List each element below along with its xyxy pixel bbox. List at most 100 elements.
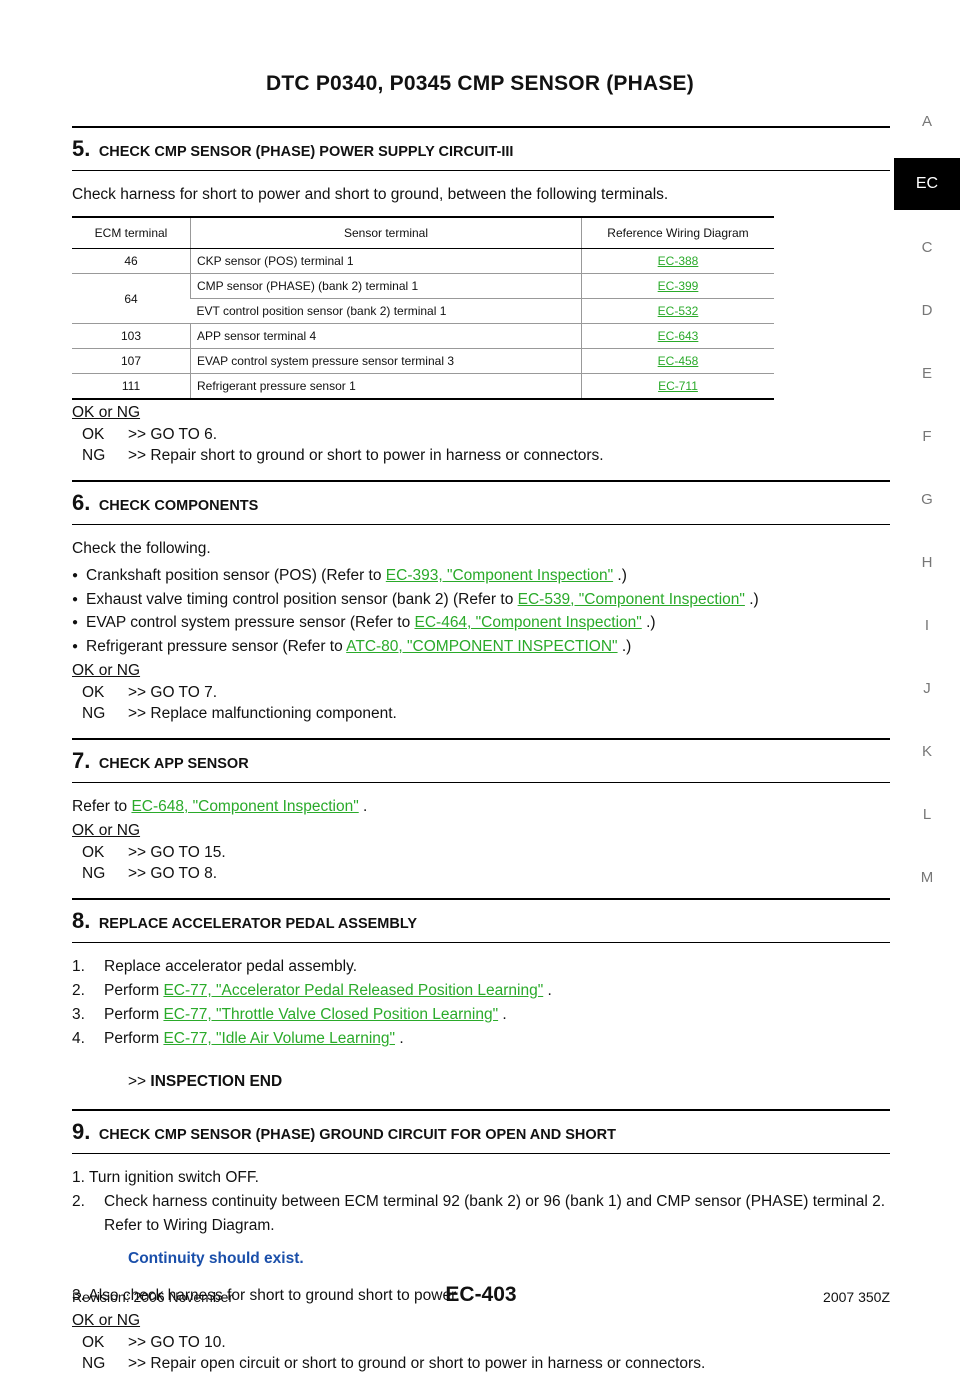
model-text: 2007 350Z: [823, 1289, 890, 1305]
ref-link[interactable]: EC-399: [657, 279, 699, 293]
ng-text: >> Repair short to ground or short to po…: [128, 447, 604, 464]
table-row: 103 APP sensor terminal 4 EC-643: [72, 323, 774, 349]
item-text: .: [395, 1030, 404, 1047]
numbered-item: 2. Check harness continuity between ECM …: [72, 1190, 890, 1238]
side-index-f[interactable]: F: [922, 428, 932, 445]
ok-key: OK: [82, 1334, 105, 1351]
ref-link[interactable]: EC-458: [657, 354, 699, 368]
ok-or-ng-label: OK or NG: [72, 1312, 141, 1329]
ref-cell: EC-532: [581, 298, 774, 324]
ecm-cell: 103: [72, 323, 191, 349]
step-title: CHECK APP SENSOR: [98, 756, 249, 772]
ref-link[interactable]: ATC-80, "COMPONENT INSPECTION": [346, 637, 618, 655]
item-text: Perform: [104, 1006, 164, 1023]
side-index-j[interactable]: J: [923, 680, 931, 697]
table-row: 111 Refrigerant pressure sensor 1 EC-711: [72, 373, 774, 400]
bullet-text: .): [613, 567, 627, 584]
step-title: CHECK COMPONENTS: [98, 498, 259, 514]
step-9-header: 9. CHECK CMP SENSOR (PHASE) GROUND CIRCU…: [72, 1109, 890, 1154]
side-index-h[interactable]: H: [921, 554, 933, 571]
side-index-m[interactable]: M: [920, 869, 934, 886]
sensor-cell: CKP sensor (POS) terminal 1: [190, 248, 582, 274]
table-row: 46 CKP sensor (POS) terminal 1 EC-388: [72, 248, 774, 274]
main-content: 5. CHECK CMP SENSOR (PHASE) POWER SUPPLY…: [72, 126, 890, 1388]
side-index-l[interactable]: L: [922, 806, 932, 823]
ng-text: >> Replace malfunctioning component.: [128, 705, 397, 722]
ref-link[interactable]: EC-539, "Component Inspection": [517, 590, 745, 608]
numbered-item: 3.Perform EC-77, "Throttle Valve Closed …: [72, 1003, 890, 1027]
ok-text: >> GO TO 6.: [128, 426, 218, 443]
side-index-i[interactable]: I: [924, 617, 930, 634]
ng-key: NG: [82, 705, 106, 722]
item-number: 4.: [72, 1030, 85, 1047]
page-title: DTC P0340, P0345 CMP SENSOR (PHASE): [266, 72, 694, 95]
ref-link[interactable]: EC-643: [657, 329, 699, 343]
side-index-g[interactable]: G: [921, 491, 933, 508]
step-number: 5.: [72, 136, 91, 161]
ref-cell: EC-711: [581, 373, 774, 400]
spec-text: Continuity should exist.: [128, 1250, 304, 1267]
ok-or-ng-label: OK or NG: [72, 662, 141, 679]
item-body: Check harness continuity between ECM ter…: [104, 1190, 885, 1238]
step-5-intro: Check harness for short to power and sho…: [72, 186, 669, 203]
ok-text: >> GO TO 7.: [128, 684, 218, 701]
item-text: Check harness continuity between ECM ter…: [104, 1193, 886, 1210]
bullet-text: EVAP control system pressure sensor (Ref…: [86, 614, 415, 631]
ecm-cell: 111: [72, 373, 191, 400]
header-sensor-terminal: Sensor terminal: [190, 217, 582, 249]
side-index-e[interactable]: E: [921, 365, 932, 382]
item-text: .: [543, 982, 552, 999]
item-text: Replace accelerator pedal assembly.: [104, 958, 358, 975]
end-text: INSPECTION END: [150, 1073, 283, 1090]
page-footer: Revision: 2006 November EC-403 2007 350Z: [72, 1283, 890, 1307]
side-index-k[interactable]: K: [921, 743, 932, 760]
numbered-item: 1. Replace accelerator pedal assembly.: [72, 955, 890, 979]
ok-key: OK: [82, 426, 105, 443]
bullet-item: EVAP control system pressure sensor (Ref…: [72, 611, 890, 635]
item-text: Perform: [104, 1030, 164, 1047]
ng-key: NG: [82, 865, 106, 882]
bullet-text: Refrigerant pressure sensor (Refer to: [86, 637, 347, 655]
table-row: EVT control position sensor (bank 2) ter…: [72, 298, 774, 324]
step-number: 6.: [72, 490, 91, 515]
refer-text: .: [358, 798, 368, 815]
numbered-item: 3. Also check harness for short to groun…: [72, 1287, 460, 1304]
ref-cell: EC-643: [581, 323, 774, 349]
ref-link[interactable]: EC-648, "Component Inspection": [131, 798, 359, 815]
side-index-d[interactable]: D: [921, 302, 933, 319]
step-title: CHECK CMP SENSOR (PHASE) GROUND CIRCUIT …: [98, 1127, 617, 1143]
side-index-ec[interactable]: EC: [894, 158, 960, 210]
step-7-refer: Refer to EC-648, "Component Inspection" …: [72, 795, 890, 818]
header-ecm-terminal: ECM terminal: [72, 217, 191, 249]
item-number: 2.: [72, 982, 85, 999]
ref-link[interactable]: EC-77, "Throttle Valve Closed Position L…: [163, 1006, 499, 1023]
step-6-intro: Check the following.: [72, 540, 211, 557]
ref-link[interactable]: EC-711: [658, 379, 698, 393]
ok-key: OK: [82, 684, 105, 701]
bullet-text: Crankshaft position sensor (POS) (Refer …: [86, 567, 386, 584]
step-8-header: 8. REPLACE ACCELERATOR PEDAL ASSEMBLY: [72, 898, 890, 943]
side-index-c[interactable]: C: [921, 239, 933, 256]
ecm-cell: 64: [72, 273, 191, 324]
ref-link[interactable]: EC-532: [657, 304, 699, 318]
bullet-item: Refrigerant pressure sensor (Refer to AT…: [72, 635, 890, 659]
ref-link[interactable]: EC-77, "Idle Air Volume Learning": [163, 1030, 396, 1047]
step-7-results: OK>> GO TO 15. NG>> GO TO 8.: [72, 842, 890, 884]
ref-link[interactable]: EC-393, "Component Inspection": [385, 567, 614, 584]
bullet-text: .): [641, 614, 656, 631]
ng-text: >> GO TO 8.: [128, 865, 218, 882]
ref-link[interactable]: EC-464, "Component Inspection": [414, 614, 642, 631]
item-number: 1.: [72, 958, 85, 975]
revision-text: Revision: 2006 November: [72, 1289, 234, 1305]
ok-or-ng-label: OK or NG: [72, 822, 141, 839]
bullet-item: Crankshaft position sensor (POS) (Refer …: [72, 564, 890, 588]
page-number: EC-403: [445, 1283, 517, 1306]
side-index: A EC C D E F G H I J K L M: [894, 90, 960, 909]
ref-cell: EC-388: [581, 248, 774, 274]
table-header-row: ECM terminal Sensor terminal Reference W…: [72, 217, 774, 249]
step-5-results: OK>> GO TO 6. NG>> Repair short to groun…: [72, 424, 890, 466]
ref-link[interactable]: EC-77, "Accelerator Pedal Released Posit…: [163, 982, 544, 999]
ecm-cell: 107: [72, 348, 191, 374]
side-index-a[interactable]: A: [921, 113, 932, 130]
ref-link[interactable]: EC-388: [657, 254, 699, 268]
